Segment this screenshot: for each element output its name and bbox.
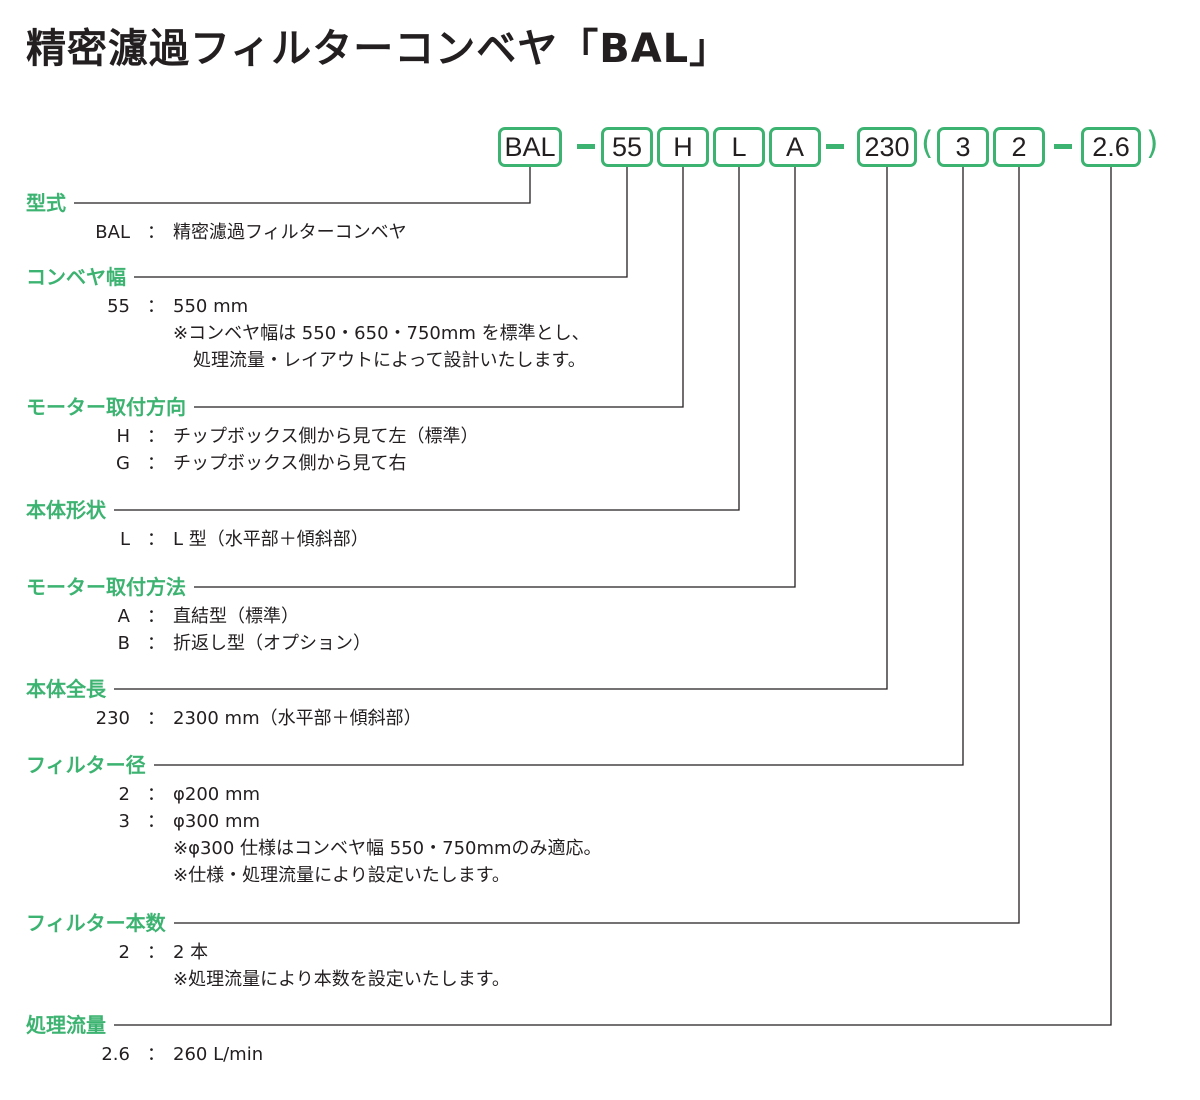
code-box-motor-direction: H	[657, 127, 709, 167]
item-value: 260 L/min	[173, 1044, 264, 1065]
item-value: 直結型（標準）	[173, 606, 299, 627]
item-separator: ：	[147, 942, 165, 963]
connector-line-body-shape	[114, 167, 740, 511]
item-key: 55	[107, 296, 130, 317]
item-value: 折返し型（オプション）	[173, 633, 371, 654]
code-box-filter-diameter: 3	[937, 127, 989, 167]
section-note: ※コンベヤ幅は 550・650・750mm を標準とし、	[173, 323, 590, 344]
item-value: φ300 mm	[173, 811, 261, 832]
item-key: H	[116, 426, 130, 447]
item-value: φ200 mm	[173, 784, 261, 805]
item-key: A	[117, 606, 130, 627]
item-separator: ：	[147, 633, 165, 654]
item-separator: ：	[147, 708, 165, 729]
connector-line-filter-count	[173, 167, 1020, 924]
section-title-type: 型式	[26, 190, 74, 216]
section-title-width: コンベヤ幅	[26, 264, 134, 290]
item-value: 550 mm	[173, 296, 249, 317]
item-separator: ：	[147, 1044, 165, 1065]
item-value: 精密濾過フィルターコンベヤ	[173, 222, 407, 243]
code-box-body-length: 230	[857, 127, 917, 167]
item-separator: ：	[147, 606, 165, 627]
section-title-motor-method: モーター取付方法	[26, 574, 194, 600]
item-value: チップボックス側から見て左（標準）	[173, 426, 479, 447]
code-paren-open: (	[921, 124, 934, 162]
item-key: 2	[118, 784, 130, 805]
connector-line-filter-diameter	[153, 167, 964, 766]
section-title-flow-rate: 処理流量	[26, 1012, 114, 1038]
connector-line-type	[74, 167, 531, 204]
item-separator: ：	[147, 529, 165, 550]
connector-line-body-length	[114, 167, 888, 690]
item-key: 230	[95, 708, 130, 729]
code-box-body-shape: L	[713, 127, 765, 167]
item-separator: ：	[147, 296, 165, 317]
code-dash	[1054, 144, 1072, 149]
item-separator: ：	[147, 222, 165, 243]
item-key: 2	[118, 942, 130, 963]
code-box-type: BAL	[498, 127, 562, 167]
code-dash	[826, 144, 844, 149]
item-key: G	[116, 453, 130, 474]
section-note: ※φ300 仕様はコンベヤ幅 550・750mmのみ適応。	[173, 838, 602, 859]
section-title-body-length: 本体全長	[26, 676, 114, 702]
item-value: 2 本	[173, 942, 209, 963]
section-title-motor-direction: モーター取付方向	[26, 394, 194, 420]
connector-line-motor-method	[194, 167, 796, 588]
code-box-motor-method: A	[769, 127, 821, 167]
connector-line-flow-rate	[114, 167, 1112, 1026]
item-separator: ：	[147, 453, 165, 474]
item-value: チップボックス側から見て右	[173, 453, 407, 474]
connector-line-width	[134, 167, 628, 278]
item-key: L	[119, 529, 130, 550]
item-separator: ：	[147, 784, 165, 805]
item-value: 2300 mm（水平部＋傾斜部）	[173, 708, 422, 729]
page-title: 精密濾過フィルターコンベヤ「BAL」	[26, 26, 731, 72]
section-title-filter-count: フィルター本数	[26, 910, 174, 936]
section-title-filter-diameter: フィルター径	[26, 752, 154, 778]
section-title-body-shape: 本体形状	[26, 497, 114, 523]
item-key: BAL	[95, 222, 130, 243]
code-dash	[577, 144, 595, 149]
item-key: 2.6	[101, 1044, 130, 1065]
item-value: L 型（水平部＋傾斜部）	[173, 529, 369, 550]
item-key: B	[117, 633, 130, 654]
code-box-filter-count: 2	[993, 127, 1045, 167]
item-key: 3	[118, 811, 130, 832]
connector-line-motor-direction	[194, 167, 684, 408]
code-paren-close: )	[1146, 124, 1159, 162]
section-note: 処理流量・レイアウトによって設計いたします。	[193, 350, 586, 371]
section-note: ※仕様・処理流量により設定いたします。	[173, 865, 510, 886]
code-box-width: 55	[601, 127, 653, 167]
item-separator: ：	[147, 426, 165, 447]
item-separator: ：	[147, 811, 165, 832]
section-note: ※処理流量により本数を設定いたします。	[173, 969, 510, 990]
code-box-flow-rate: 2.6	[1081, 127, 1141, 167]
